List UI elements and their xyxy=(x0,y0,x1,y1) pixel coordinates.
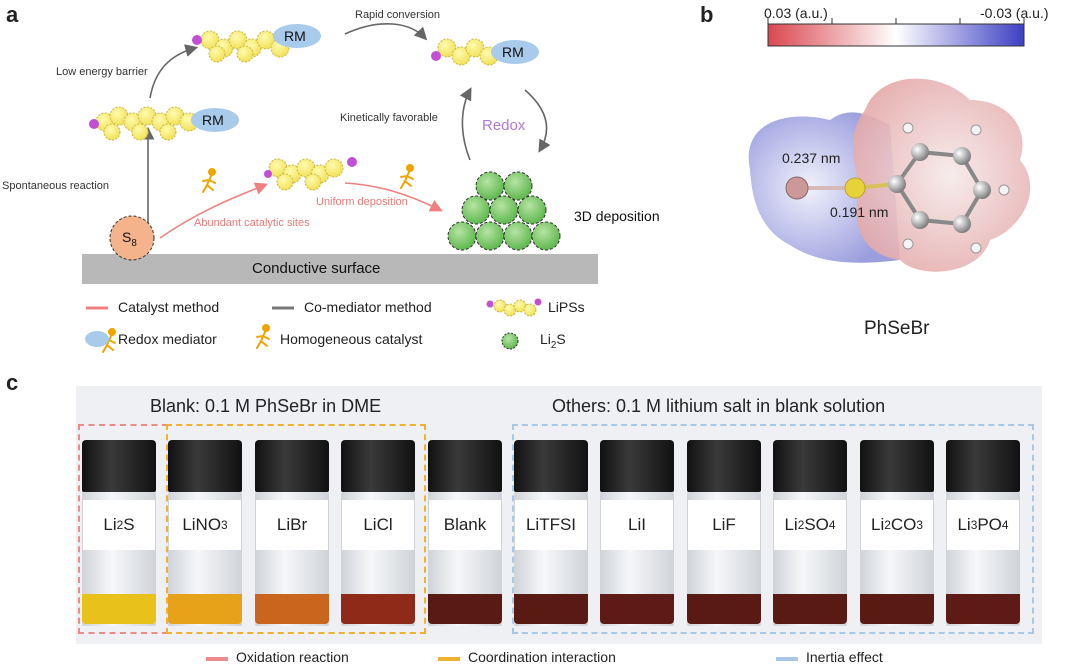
vial-liquid xyxy=(600,594,674,624)
deposition-3d-text: 3D deposition xyxy=(574,208,660,224)
vial-liquid xyxy=(428,594,502,624)
vial-cap xyxy=(514,440,588,492)
abundant-sites-text: Abundant catalytic sites xyxy=(194,217,310,229)
legend-coordination-text: Coordination interaction xyxy=(468,649,616,665)
panel-letter-b: b xyxy=(700,2,714,27)
low-energy-barrier-text: Low energy barrier xyxy=(56,66,148,78)
legend-co-mediator-text: Co-mediator method xyxy=(304,299,432,315)
s8-label: S8 xyxy=(122,229,137,249)
color-scale-bar xyxy=(767,23,1025,47)
vial-liquid xyxy=(860,594,934,624)
vial-label: LiCl xyxy=(342,500,414,550)
legend-oxidation-text: Oxidation reaction xyxy=(236,649,349,665)
spontaneous-reaction-text: Spontaneous reaction xyxy=(2,180,110,192)
coordination-group-box xyxy=(166,424,426,634)
panel-letter-a: a xyxy=(6,2,19,27)
legend-oxidation-swatch xyxy=(206,657,228,661)
vial-cap xyxy=(860,440,934,492)
vial-cap xyxy=(946,440,1020,492)
vial-cap xyxy=(82,440,156,492)
legend-redox-mediator-text: Redox mediator xyxy=(118,331,217,347)
legend-inertia-text: Inertia effect xyxy=(806,649,883,665)
legend-homogeneous-catalyst-text: Homogeneous catalyst xyxy=(280,331,423,347)
kinetically-favorable-text: Kinetically favorable xyxy=(340,112,438,124)
vial-liquid xyxy=(514,594,588,624)
legend-catalyst-text: Catalyst method xyxy=(118,299,220,315)
vial-label: LiF xyxy=(688,500,760,550)
scale-left-label: 0.03 (a.u.) xyxy=(764,5,828,21)
conductive-surface-label: Conductive surface xyxy=(252,260,381,277)
conductive-surface-bar xyxy=(82,254,598,284)
inertia-group-box xyxy=(512,424,1034,634)
vial-cap xyxy=(600,440,674,492)
vial-liquid xyxy=(168,594,242,624)
legend-coordination-swatch xyxy=(438,657,460,661)
legend-li2s-text: Li2S xyxy=(540,331,566,351)
vial-liquid xyxy=(687,594,761,624)
molecule-name: PhSeBr xyxy=(864,318,930,339)
vial-cap xyxy=(428,440,502,492)
vial-cap xyxy=(687,440,761,492)
panel-a-schematic xyxy=(82,23,598,353)
others-title: Others: 0.1 M lithium salt in blank solu… xyxy=(552,396,886,416)
vial-liquid xyxy=(255,594,329,624)
vial-liquid xyxy=(946,594,1020,624)
vial-label: LiTFSI xyxy=(515,500,587,550)
legend-lipss-text: LiPSs xyxy=(548,299,585,315)
oxidation-group-box xyxy=(78,424,168,634)
vial-cap xyxy=(255,440,329,492)
vial-liquid xyxy=(773,594,847,624)
rm-label-right: RM xyxy=(502,44,524,60)
rapid-conversion-text: Rapid conversion xyxy=(355,9,440,21)
rm-label-left: RM xyxy=(202,112,224,128)
uniform-deposition-text: Uniform deposition xyxy=(316,196,408,208)
vial-cap xyxy=(341,440,415,492)
rm-label-top: RM xyxy=(284,28,306,44)
panel-letter-c: c xyxy=(6,370,19,395)
panel-b-esp-map xyxy=(748,18,1031,272)
vial-liquid xyxy=(82,594,156,624)
vial-cap xyxy=(168,440,242,492)
vial-label: LiI xyxy=(601,500,673,550)
redox-text: Redox xyxy=(482,117,526,134)
vial-liquid xyxy=(341,594,415,624)
vial-cap xyxy=(773,440,847,492)
vial-label: LiBr xyxy=(256,500,328,550)
scale-right-label: -0.03 (a.u.) xyxy=(980,5,1049,21)
legend-inertia-swatch xyxy=(776,657,798,661)
bond-length-1: 0.237 nm xyxy=(782,150,841,166)
bond-length-2: 0.191 nm xyxy=(830,204,889,220)
blank-title: Blank: 0.1 M PhSeBr in DME xyxy=(150,396,382,416)
vial-label: Blank xyxy=(429,500,501,550)
legend-runner-icon xyxy=(256,324,270,349)
